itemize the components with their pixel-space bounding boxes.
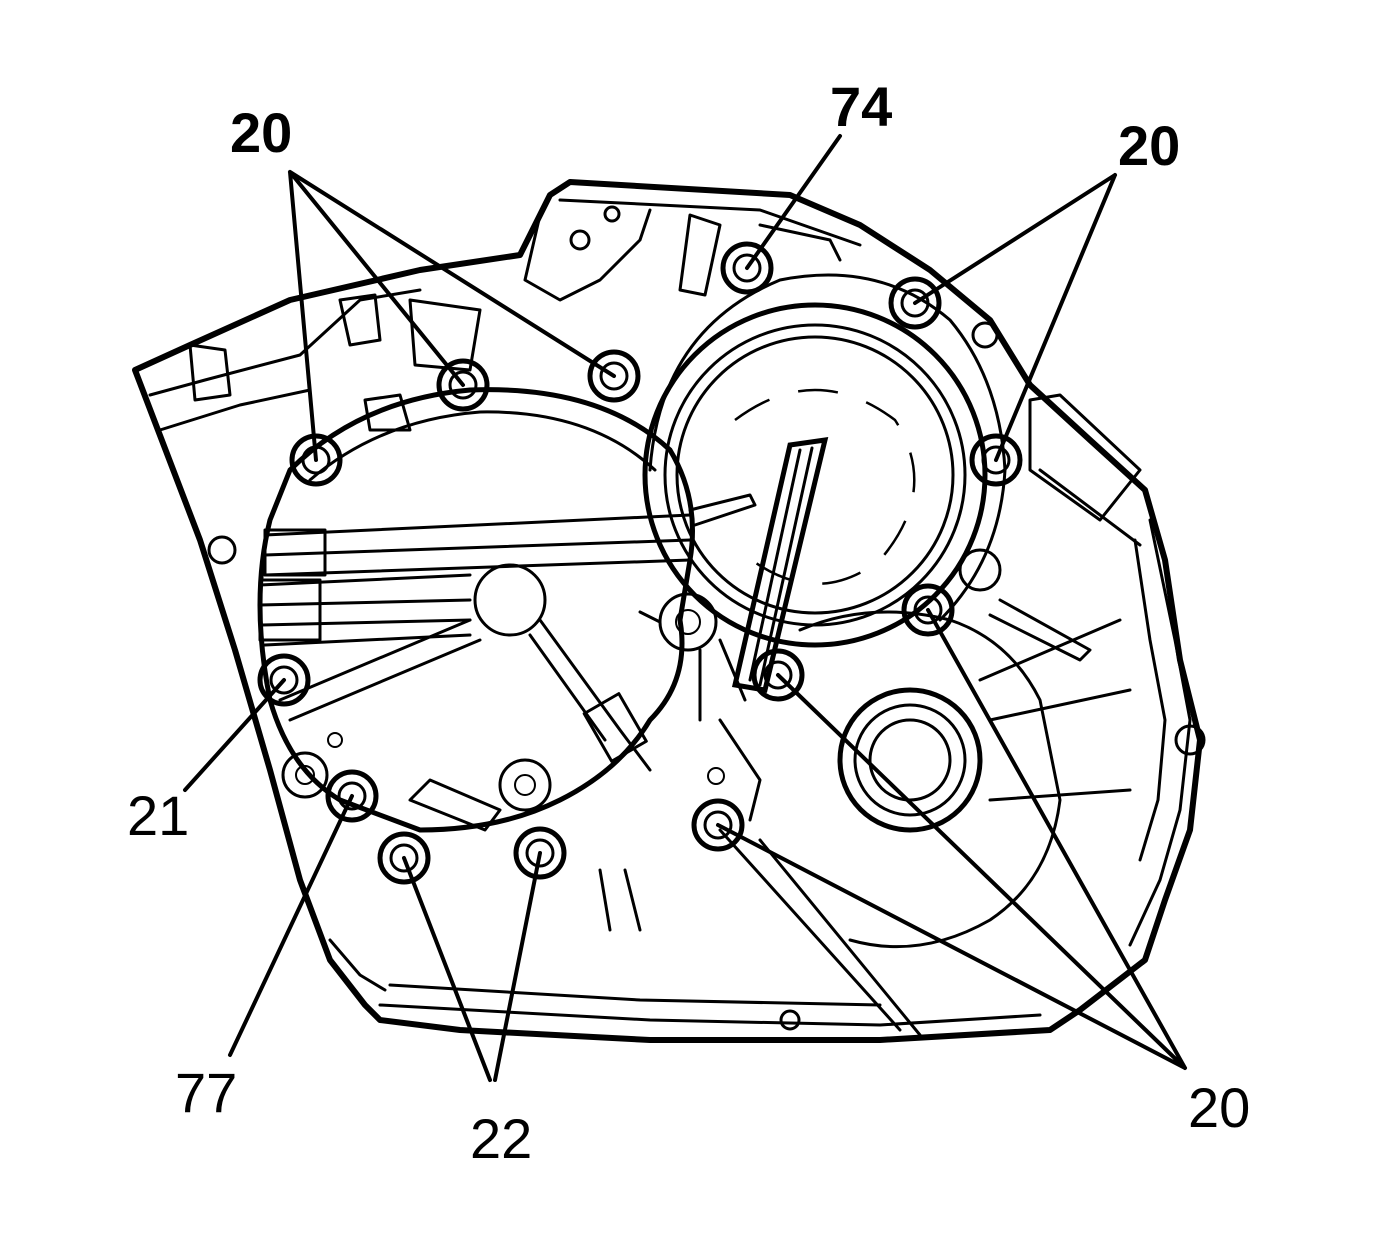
callout-20-top-left: 20 (230, 101, 292, 164)
leader-20-bottom-right (716, 608, 1187, 1070)
leader-21 (183, 678, 286, 792)
bolt-20-d (888, 276, 942, 330)
bolt-20-h (691, 798, 745, 852)
housing-outline (132, 179, 1203, 1043)
callout-21: 21 (127, 784, 189, 847)
leader-74 (745, 134, 842, 270)
bolts (257, 241, 1023, 885)
bolt-20-c (587, 349, 641, 403)
leaders (183, 134, 1187, 1082)
callout-labels: 20 74 20 21 77 22 20 (127, 75, 1250, 1170)
bolt-21 (257, 653, 311, 707)
callout-20-top-right: 20 (1118, 114, 1180, 177)
right-cover (638, 213, 1142, 1037)
bolt-77 (325, 769, 379, 823)
leader-22 (402, 851, 542, 1082)
bolt-22-b (513, 826, 567, 880)
housing (132, 179, 1206, 1043)
callout-77: 77 (175, 1061, 237, 1124)
leader-77 (228, 794, 354, 1057)
bolt-74 (720, 241, 774, 295)
leader-20-top-right (913, 173, 1117, 462)
bolt-20-b (436, 358, 490, 412)
leader-20-top-left (288, 170, 616, 462)
callout-74: 74 (830, 75, 892, 138)
callout-22: 22 (470, 1107, 532, 1170)
bolt-20-f (901, 583, 955, 637)
callout-20-bottom-right: 20 (1188, 1076, 1250, 1139)
bolt-22-a (377, 831, 431, 885)
left-chamber (188, 293, 757, 932)
bolt-20-e (969, 433, 1023, 487)
bolt-20-g (751, 648, 805, 702)
